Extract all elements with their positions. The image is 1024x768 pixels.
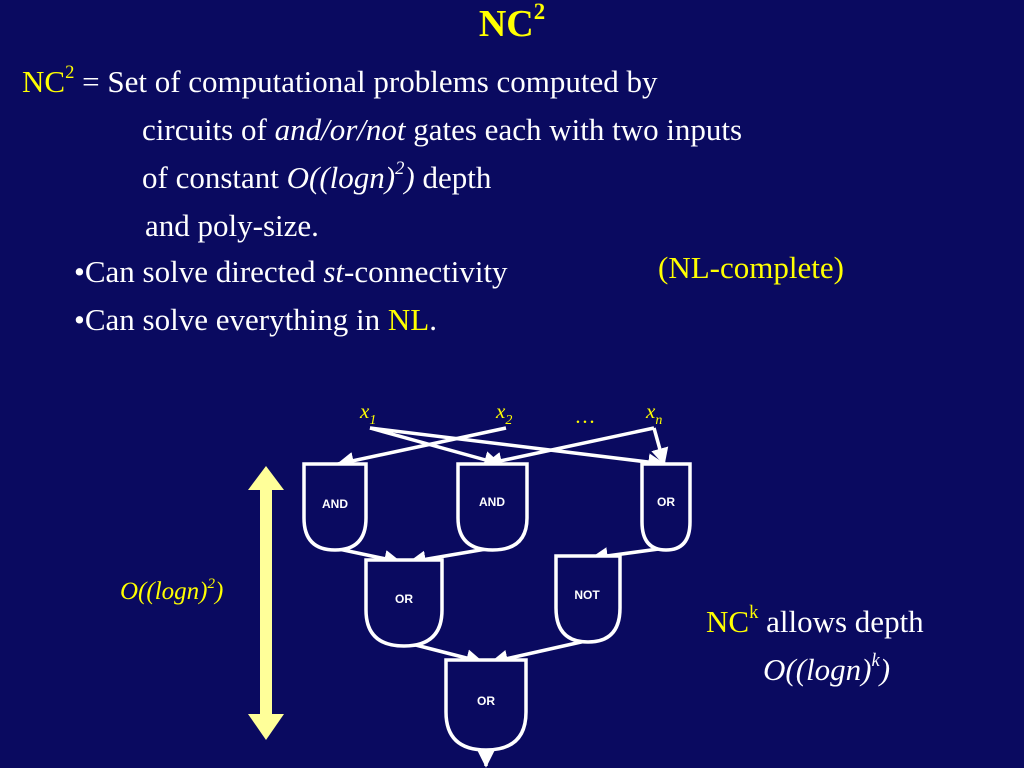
gate-or-2-label: OR xyxy=(395,592,413,606)
wire-x2-to-and1 xyxy=(336,426,507,470)
gate-not-label: NOT xyxy=(574,588,600,602)
gate-or-2 xyxy=(364,558,444,648)
gate-and-2-label: AND xyxy=(479,495,505,509)
gate-or-1 xyxy=(640,462,692,552)
depth-arrow-shaft xyxy=(260,488,272,714)
gate-or-3-label: OR xyxy=(477,694,495,708)
definition-line-3-post: depth xyxy=(414,160,492,195)
gate-and-1-label: AND xyxy=(322,497,348,511)
title-sup: 2 xyxy=(533,0,546,24)
bullet-2-highlight: NL xyxy=(387,302,430,337)
definition-line-3: of constant O((logn)2) depth xyxy=(142,158,492,196)
definition-line-1-text: = Set of computational problems computed… xyxy=(74,64,658,99)
definition-term-base: NC xyxy=(22,64,66,99)
depth-label-base: O((logn) xyxy=(120,578,208,605)
wire-x1-to-and2 xyxy=(369,426,502,469)
gate-not xyxy=(554,554,622,644)
depth-arrow-head-up xyxy=(248,466,284,490)
nck-term-base: NC xyxy=(706,604,750,639)
definition-line-4: and poly-size. xyxy=(145,208,319,243)
wire-xn-to-or1 xyxy=(651,427,669,466)
nck-expr-close: ) xyxy=(879,652,891,687)
nck-term-sup: k xyxy=(749,602,759,624)
definition-line-2: circuits of and/or/not gates each with t… xyxy=(142,112,742,148)
nck-expr-base: O((logn) xyxy=(763,652,872,687)
nck-expr-sup: k xyxy=(871,650,880,672)
nck-term: NCk xyxy=(706,602,759,639)
definition-term: NC2 xyxy=(22,62,75,99)
bullet-1-post: -connectivity xyxy=(344,254,508,289)
definition-line-2-post: gates each with two inputs xyxy=(405,112,743,147)
nl-complete-note: (NL-complete) xyxy=(658,250,844,285)
bullet-2-pre: •Can solve everything in xyxy=(74,302,388,337)
depth-expression-base: O((logn) xyxy=(286,160,396,195)
definition-line-3-pre: of constant xyxy=(142,160,287,195)
bullet-2-post: . xyxy=(429,302,437,337)
definition-term-sup: 2 xyxy=(65,62,75,84)
bullet-nl: •Can solve everything in NL. xyxy=(74,302,437,338)
input-x2-label: x2 xyxy=(495,399,512,428)
bullet-1-italic: st xyxy=(323,254,344,289)
definition-line-1: NC2 = Set of computational problems comp… xyxy=(22,62,658,100)
gate-or-3 xyxy=(444,658,528,752)
depth-expression: O((logn)2) xyxy=(286,158,415,195)
gate-and-2 xyxy=(456,462,529,552)
nck-rest: allows depth xyxy=(758,604,924,639)
depth-arrow-head-down xyxy=(248,714,284,740)
depth-label-close: ) xyxy=(214,578,224,605)
input-xn-label: xn xyxy=(645,399,662,428)
definition-line-2-pre: circuits of xyxy=(142,112,275,147)
nck-line-2: O((logn)k) xyxy=(763,650,891,688)
input-x1-label: x1 xyxy=(359,399,376,428)
gate-or-1-label: OR xyxy=(657,495,675,509)
bullet-1-pre: •Can solve directed xyxy=(74,254,324,289)
wire-xn-to-and2 xyxy=(484,426,655,470)
depth-double-arrow xyxy=(248,466,284,740)
bullet-st-connectivity: •Can solve directed st-connectivity xyxy=(74,254,508,290)
depth-label: O((logn)2) xyxy=(120,575,224,606)
gate-and-1 xyxy=(302,462,368,552)
depth-expression-sup: 2 xyxy=(395,158,405,180)
nck-line-1: NCk allows depth xyxy=(706,602,924,640)
ellipsis: … xyxy=(576,404,595,428)
wire-x1-to-or1 xyxy=(369,426,666,471)
depth-label-sup: 2 xyxy=(207,575,215,592)
title-base: NC xyxy=(478,3,534,45)
gate-types-text: and/or/not xyxy=(274,112,406,147)
depth-expression-close: ) xyxy=(404,160,415,195)
page-title: NC2 xyxy=(0,0,1024,46)
